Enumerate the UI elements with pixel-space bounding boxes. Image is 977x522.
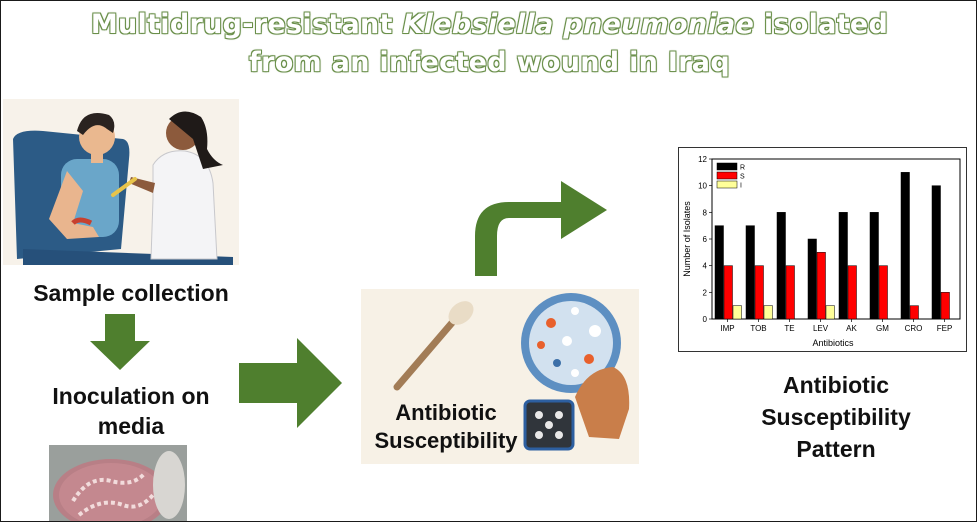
title-line-1: Multidrug-resistant Klebsiella pneumonia…	[1, 9, 976, 40]
bar-R-LEV	[807, 238, 817, 320]
y-axis: 0 2 4 6 8 10 12	[698, 155, 712, 324]
chart-legend: RSI	[716, 162, 745, 190]
x-tick-label: LEV	[813, 324, 829, 333]
bar-S-TE	[785, 265, 795, 320]
bar-S-CRO	[909, 305, 919, 320]
bar-R-IMP	[714, 225, 724, 320]
inoculation-label-line-1: Inoculation on	[52, 383, 210, 409]
bar-S-GM	[878, 265, 888, 320]
x-tick-label: CRO	[905, 324, 923, 333]
y-tick-label: 10	[698, 182, 707, 191]
sample-collection-illustration	[3, 99, 239, 265]
x-tick-label: GM	[876, 324, 889, 333]
curved-arrow	[475, 181, 607, 276]
pattern-label-line-2: Susceptibility	[761, 404, 911, 430]
bar-S-TOB	[754, 265, 764, 320]
ast-illustration	[361, 289, 639, 464]
culture-plate-photo	[49, 445, 187, 521]
y-tick-label: 4	[703, 262, 708, 271]
x-tick-label: TOB	[750, 324, 766, 333]
y-tick-label: 0	[703, 315, 708, 324]
title-species: Klebsiella pneumoniae	[402, 9, 755, 40]
bar-I-LEV	[825, 305, 835, 320]
x-tick-label: TE	[784, 324, 794, 333]
bar-R-FEP	[931, 185, 941, 320]
x-tick-label: FEP	[937, 324, 953, 333]
bar-S-AK	[847, 265, 857, 320]
susceptibility-bar-chart: 0 2 4 6 8 10 12 IMP TOB TE LEV AK GM CRO FEP RSI Anti…	[678, 147, 967, 352]
sample-collection-label: Sample collection	[33, 280, 229, 306]
x-tick-label: IMP	[720, 324, 734, 333]
bar-R-CRO	[900, 172, 910, 320]
title-text: Multidrug-resistant	[90, 9, 403, 40]
bar-R-GM	[869, 212, 879, 320]
pattern-label: Antibiotic Susceptibility Pattern	[736, 369, 936, 465]
x-tick-label: AK	[846, 324, 857, 333]
bar-R-TE	[776, 212, 786, 320]
legend-swatch-I	[716, 180, 738, 189]
inoculation-label: Inoculation on media	[13, 381, 249, 441]
down-arrow	[90, 314, 150, 370]
y-tick-label: 2	[703, 288, 708, 297]
legend-label-I: I	[740, 183, 742, 190]
bar-S-IMP	[723, 265, 733, 320]
bar-R-TOB	[745, 225, 755, 320]
bar-I-IMP	[732, 305, 742, 320]
legend-swatch-R	[716, 162, 738, 171]
y-tick-label: 8	[703, 208, 708, 217]
ast-label-line-2: Susceptibility	[374, 428, 518, 453]
chart-bars	[714, 172, 950, 320]
bar-I-TOB	[763, 305, 773, 320]
legend-swatch-S	[716, 171, 738, 180]
title-line-2: from an infected wound in Iraq	[249, 47, 730, 78]
inoculation-label-line-2: media	[97, 413, 165, 439]
x-axis: IMP TOB TE LEV AK GM CRO FEP	[720, 319, 952, 333]
pattern-label-line-1: Antibiotic	[782, 372, 890, 398]
bar-S-FEP	[940, 292, 950, 320]
title-text-end: isolated	[754, 9, 889, 40]
legend-label-R: R	[740, 165, 745, 172]
right-arrow	[239, 338, 342, 428]
ast-label: Antibiotic Susceptibility	[356, 399, 536, 455]
ast-label-line-1: Antibiotic	[395, 400, 497, 425]
bar-R-AK	[838, 212, 848, 320]
pattern-label-line-3: Pattern	[796, 436, 876, 462]
y-axis-label: Number of Isolates	[682, 201, 692, 277]
legend-label-S: S	[740, 174, 745, 181]
y-tick-label: 12	[698, 155, 707, 164]
x-axis-label: Antibiotics	[812, 338, 854, 348]
y-tick-label: 6	[703, 235, 708, 244]
bar-S-LEV	[816, 252, 826, 320]
